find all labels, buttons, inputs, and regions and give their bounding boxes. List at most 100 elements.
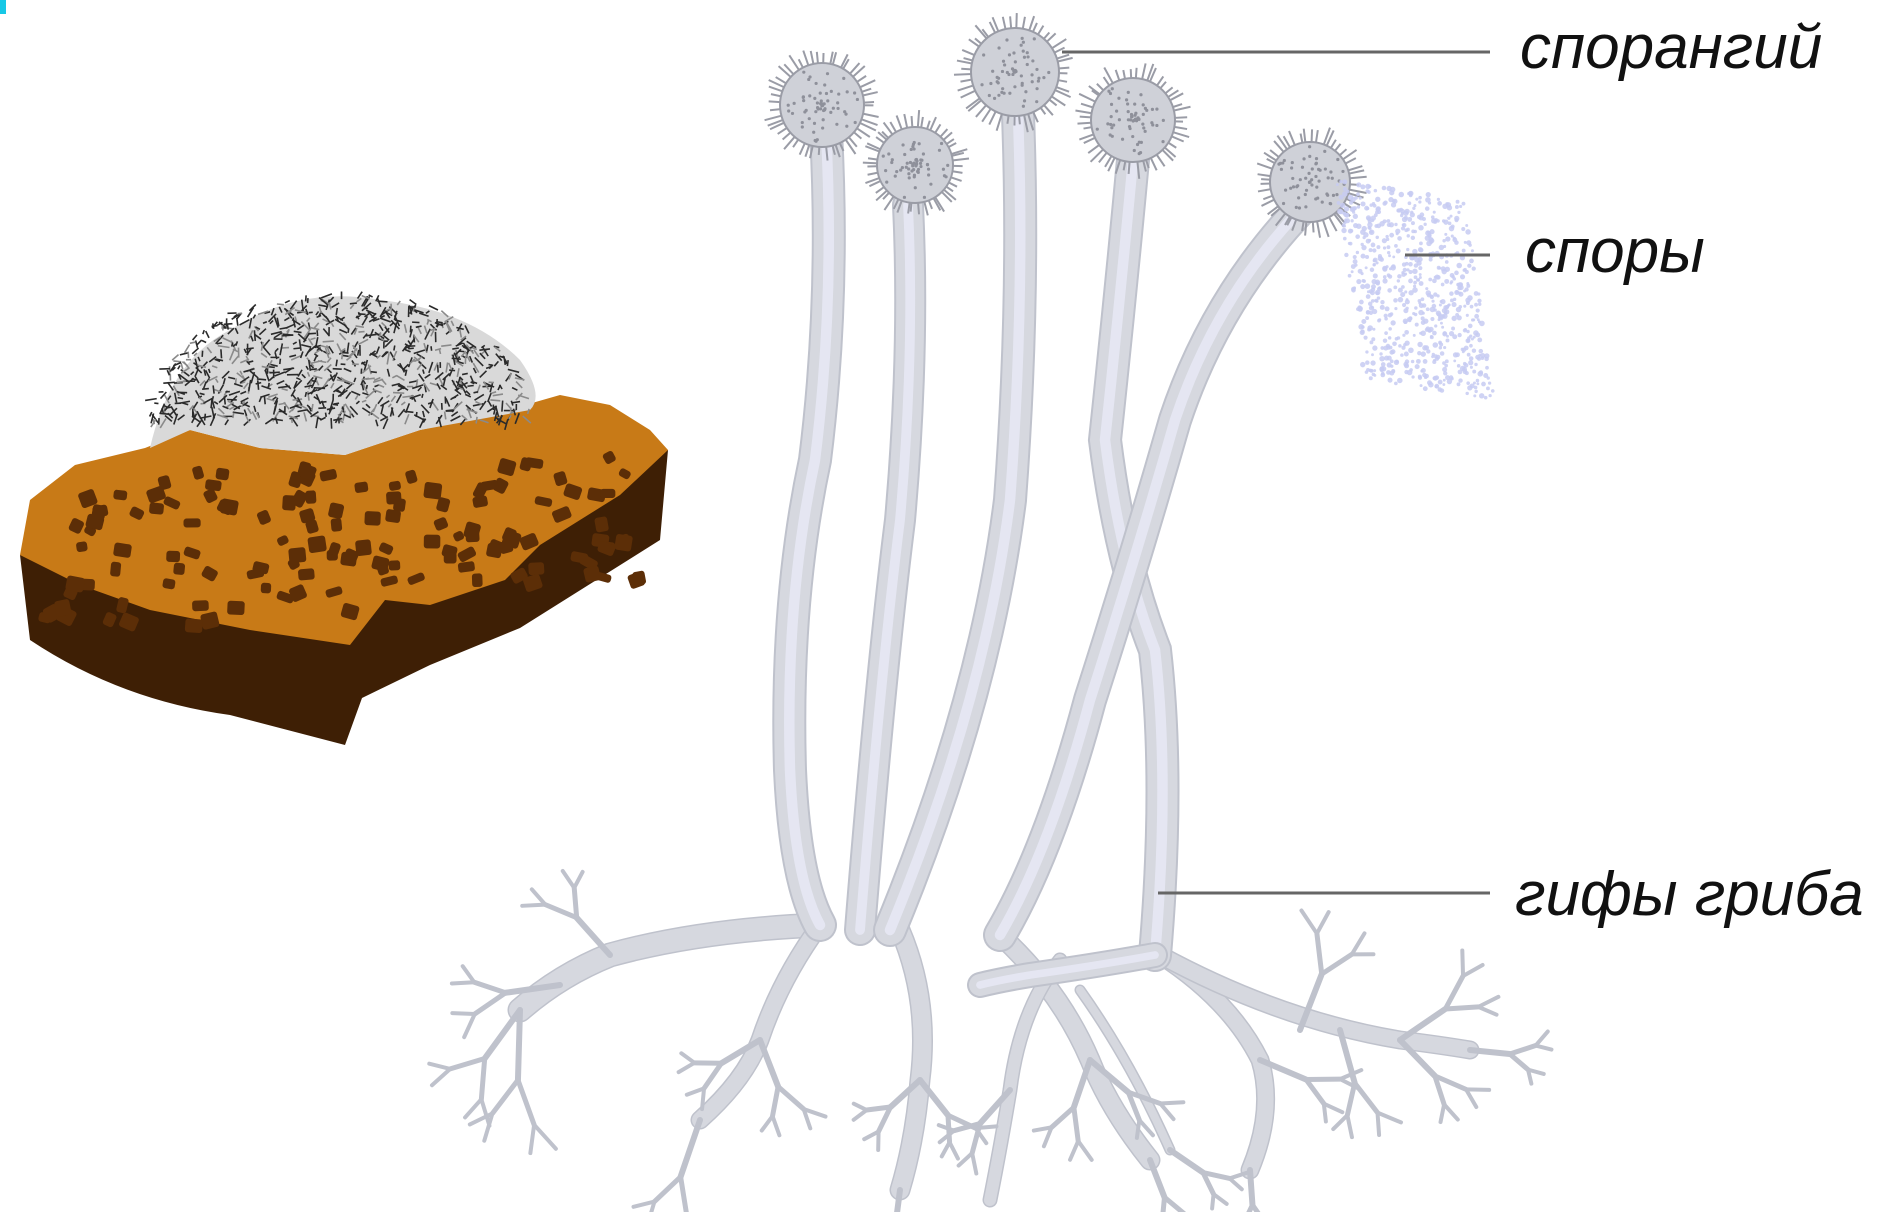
bread-spot [173, 563, 185, 576]
spore [1400, 209, 1405, 214]
sporangium-dot [812, 131, 815, 134]
spore [1464, 241, 1467, 244]
sporangium-dot [854, 121, 857, 124]
spore [1445, 359, 1449, 363]
sporangium-dot [1161, 140, 1164, 143]
mold-strand [410, 300, 417, 305]
spore [1367, 226, 1370, 229]
spore [1344, 206, 1349, 211]
spore [1472, 348, 1476, 352]
spore [1488, 394, 1491, 397]
hypha-twig [1306, 1079, 1324, 1103]
spore [1424, 345, 1429, 350]
hypha-twig [681, 1053, 694, 1063]
bread-spot [354, 481, 369, 493]
spore [1356, 279, 1361, 284]
hypha-twig [465, 1099, 481, 1117]
spore [1440, 322, 1443, 325]
spore [1417, 342, 1422, 347]
sporangium-dot [787, 104, 790, 107]
spore [1453, 277, 1457, 281]
spore [1456, 263, 1462, 269]
hypha-twig [1214, 1194, 1227, 1204]
spore [1435, 385, 1438, 388]
sporangium-dot [1031, 80, 1034, 83]
spore [1357, 305, 1361, 309]
sporangium-dot [887, 152, 890, 155]
sporangium-dot [1311, 167, 1314, 170]
spore [1348, 195, 1354, 201]
spore [1398, 288, 1403, 293]
mold-strand [305, 392, 306, 397]
bread-spot [113, 542, 132, 558]
spore [1397, 236, 1402, 241]
sporangium-dot [1291, 161, 1294, 164]
bread-spot [91, 504, 107, 520]
spore [1391, 264, 1396, 269]
spore [1368, 185, 1371, 188]
spore [1343, 225, 1346, 228]
spore [1389, 346, 1393, 350]
sporangium-dot [1002, 60, 1005, 63]
hypha-twig [1466, 1089, 1476, 1107]
hypha-twig [1462, 951, 1463, 976]
spore [1428, 278, 1432, 282]
sporangium-dot [802, 99, 805, 102]
spore [1463, 305, 1466, 308]
sporangium-dot [1117, 97, 1120, 100]
spore [1419, 281, 1424, 286]
sporangium-dot [1014, 60, 1017, 63]
sporangium-dot [1145, 109, 1148, 112]
bread-spot [614, 534, 633, 552]
spore [1433, 376, 1437, 380]
sporangium-dot [906, 162, 909, 165]
spore [1391, 369, 1395, 373]
sporangium-dot [1141, 123, 1144, 126]
sporangium-dot [901, 166, 904, 169]
sporangium-dot [1296, 184, 1299, 187]
sporangium-dot [1151, 108, 1154, 111]
mold-strand [333, 404, 338, 405]
spore [1417, 351, 1421, 355]
sporangium-dot [801, 121, 804, 124]
sporangium-dot [1109, 92, 1112, 95]
sporangium-dot [1341, 170, 1344, 173]
spore [1454, 271, 1459, 276]
mold-strand [473, 392, 478, 393]
sporangium-dot [914, 164, 917, 167]
bread-spot [388, 560, 400, 571]
spore [1361, 201, 1366, 206]
hypha-twig [1250, 1170, 1252, 1205]
sporangium-dot [816, 106, 819, 109]
spore [1437, 198, 1440, 201]
hypha-twig [429, 1064, 450, 1069]
mold-strand [323, 341, 334, 342]
sporangium-dot [1283, 159, 1286, 162]
spore [1446, 202, 1451, 207]
spore [1356, 192, 1360, 196]
hypha-twig [1536, 1032, 1548, 1046]
mold-strand [462, 373, 468, 374]
mold-strand [404, 411, 413, 412]
spore [1434, 324, 1437, 327]
bread-slice [20, 291, 668, 745]
hypha-twig [854, 1110, 867, 1120]
spore [1420, 212, 1425, 217]
sporangium-dot [1006, 71, 1009, 74]
mold-strand [416, 412, 417, 417]
sporangium-dot [1134, 118, 1137, 121]
sporangium-dot [1026, 55, 1029, 58]
spore [1474, 386, 1478, 390]
spore [1441, 283, 1445, 287]
spore [1465, 224, 1468, 227]
spore [1365, 266, 1368, 269]
sporangium-dot [1022, 41, 1025, 44]
spore [1426, 192, 1431, 197]
spore [1383, 246, 1386, 249]
sporangium-dot [1335, 193, 1338, 196]
spore [1343, 221, 1346, 224]
sporangium-dot [808, 117, 811, 120]
sporangium-dot [1106, 122, 1109, 125]
sporangium-dot [1315, 157, 1318, 160]
mold-strand [318, 305, 324, 306]
